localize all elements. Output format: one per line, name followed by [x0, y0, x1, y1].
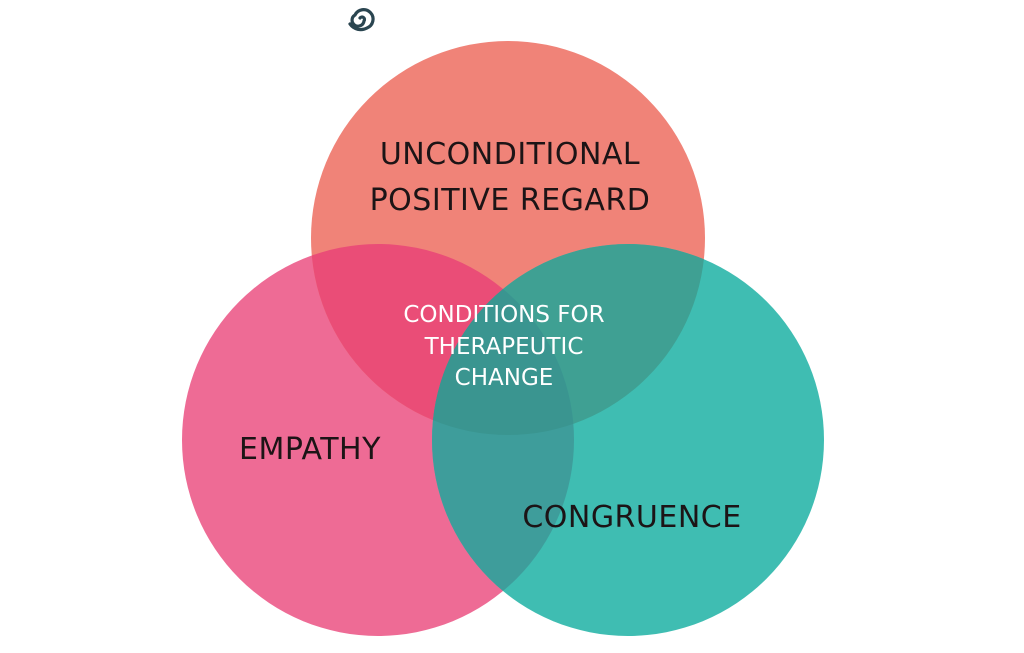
spiral-logo-icon	[348, 8, 375, 32]
overlap-center	[432, 244, 574, 435]
label-congruence: CONGRUENCE	[522, 500, 741, 535]
label-top-line-2: POSITIVE REGARD	[370, 183, 651, 218]
center-label-line-2: THERAPEUTIC	[424, 334, 584, 360]
label-empathy: EMPATHY	[239, 432, 381, 467]
center-label-line-1: CONDITIONS FOR	[403, 302, 604, 328]
label-top-line-1: UNCONDITIONAL	[380, 137, 640, 172]
center-label-line-3: CHANGE	[455, 365, 554, 391]
